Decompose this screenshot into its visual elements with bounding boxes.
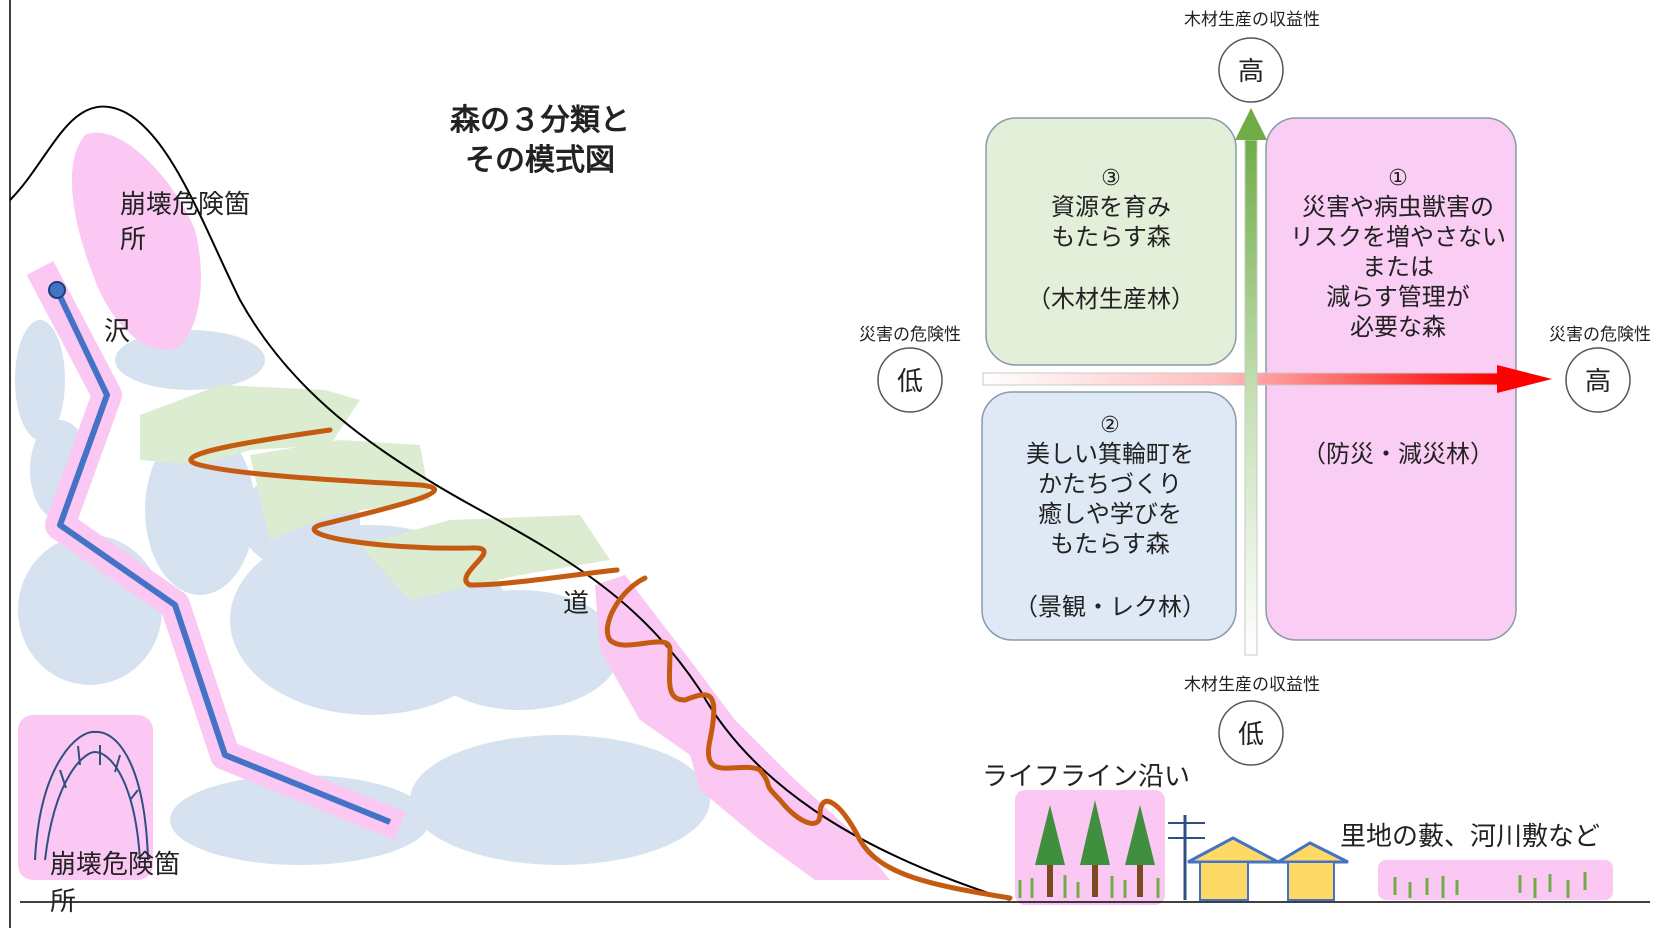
quadrant-2-line: 癒しや学びを <box>1038 500 1182 528</box>
danger-label-top-2: 所 <box>120 225 146 255</box>
y-axis-bottom-circle <box>1218 700 1284 766</box>
quadrant-1-line: 必要な森 <box>1350 313 1446 341</box>
quadrant-1-line: または <box>1362 253 1434 281</box>
stream-line <box>54 288 392 825</box>
tree-icon <box>1035 805 1065 897</box>
quadrant-1-line: 減らす管理が <box>1326 283 1470 311</box>
danger-label-bottom-2: 所 <box>50 887 76 917</box>
x-axis-right-circle <box>1565 347 1631 413</box>
x-axis-right-value: 高 <box>1585 367 1611 397</box>
danger-label-top-1: 崩壊危険箇 <box>120 190 250 220</box>
quadrant-3-line: 資源を育み <box>1051 193 1171 221</box>
utility-pole-icon <box>1168 815 1205 900</box>
quadrant-matrix: 木材生産の収益性 高 木材生産の収益性 低 災害の危険性 低 災害の危険性 高 … <box>859 10 1651 766</box>
danger-label-bottom-1: 崩壊危険箇 <box>50 850 180 880</box>
house-icon <box>1187 836 1279 901</box>
risk-axis-bar <box>982 372 1499 386</box>
risk-axis-arrowhead <box>1497 365 1552 393</box>
plantation-forest-areas <box>140 385 610 600</box>
lifeline-label: ライフライン沿い <box>982 762 1190 792</box>
quadrant-1-line: リスクを増やさない <box>1290 223 1506 251</box>
quadrant-2-line: 美しい箕輪町を <box>1026 440 1194 468</box>
quadrant-3-line: もたらす森 <box>1051 223 1171 251</box>
quadrant-1-tag: （防災・減災林） <box>1302 440 1494 468</box>
quadrant-2-box <box>981 391 1237 641</box>
road-line-upper <box>188 427 620 588</box>
diagram-title-line2: その模式図 <box>465 143 615 178</box>
landslide-arch-icon <box>34 730 149 861</box>
satochi-grass <box>1393 872 1587 898</box>
quadrant-2-tag: （景観・レク林） <box>1014 593 1206 621</box>
road-label: 道 <box>563 589 589 619</box>
y-axis-bottom-label: 木材生産の収益性 <box>1184 675 1320 695</box>
quadrant-3-box <box>985 117 1237 366</box>
quadrant-3-number: ③ <box>1101 166 1121 191</box>
x-axis-left-value: 低 <box>897 367 923 397</box>
quadrant-1-number: ① <box>1388 166 1408 191</box>
road-line-lower <box>604 575 1013 901</box>
slope-illustration: 崩壊危険箇 所 沢 道 崩壊危険箇 所 ライフライン沿い 里地の藪、河川敷など <box>9 105 1650 917</box>
profit-axis-bar <box>1244 139 1258 656</box>
y-axis-top-label: 木材生産の収益性 <box>1184 10 1320 30</box>
quadrant-2-number: ② <box>1100 413 1120 438</box>
quadrant-2-line: もたらす森 <box>1050 530 1170 558</box>
tree-icon <box>1080 800 1110 897</box>
x-axis-left-circle <box>877 347 943 413</box>
quadrant-1-line: 災害や病虫獣害の <box>1302 193 1494 221</box>
tree-icon <box>1125 805 1155 897</box>
diagram-title-line1: 森の３分類と <box>450 103 630 138</box>
house-icon <box>1272 841 1349 901</box>
lifeline-trees <box>1018 800 1160 898</box>
y-axis-bottom-value: 低 <box>1238 720 1264 750</box>
stream-source-dot <box>48 281 66 299</box>
y-axis-top-circle <box>1218 37 1284 103</box>
mountain-ridge <box>9 105 1011 901</box>
y-axis-top-value: 高 <box>1238 57 1264 87</box>
stream-label: 沢 <box>104 317 130 347</box>
x-axis-right-label: 災害の危険性 <box>1549 325 1651 345</box>
quadrant-3-tag: （木材生産林） <box>1027 285 1195 313</box>
profit-axis-arrowhead <box>1235 108 1267 140</box>
quadrant-2-line: かたちづくり <box>1038 470 1182 498</box>
satochi-label: 里地の藪、河川敷など <box>1340 822 1600 852</box>
x-axis-left-label: 災害の危険性 <box>859 325 961 345</box>
